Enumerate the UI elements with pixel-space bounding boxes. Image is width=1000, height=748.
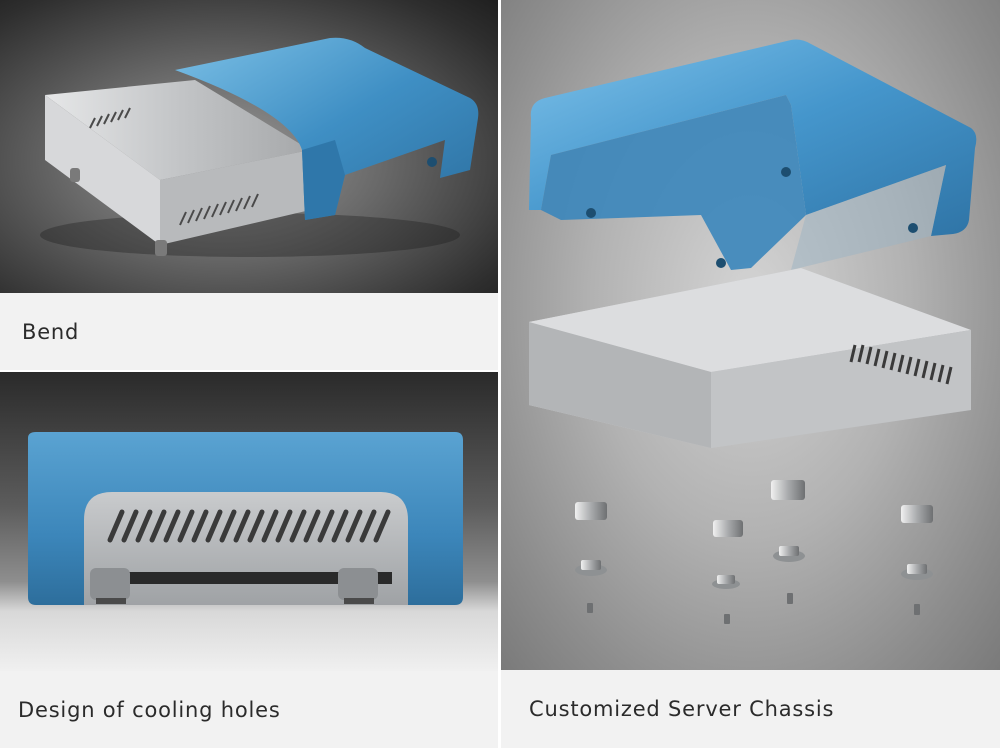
screws	[587, 593, 920, 624]
bend-panel: Bend	[0, 0, 498, 370]
cooling-holes	[107, 509, 391, 543]
bend-caption: Bend	[22, 319, 80, 344]
bend-illustration	[40, 37, 479, 257]
chassis-photo	[501, 0, 1000, 670]
cooling-illustration	[28, 432, 463, 605]
blue-cover	[175, 37, 479, 220]
bend-photo	[0, 0, 498, 293]
silver-tray-front	[160, 150, 310, 245]
chassis-caption: Customized Server Chassis	[529, 697, 835, 721]
silver-tray-floor	[45, 80, 310, 180]
side-vent-slots	[849, 344, 953, 385]
flange-nuts	[575, 546, 933, 589]
chassis-caption-bar: Customized Server Chassis	[501, 670, 1000, 748]
cooling-photo	[0, 372, 498, 671]
chassis-panel: Customized Server Chassis	[501, 0, 1000, 748]
standoffs	[575, 480, 933, 537]
blue-top-cover	[529, 39, 977, 236]
cooling-caption: Design of cooling holes	[18, 697, 281, 722]
foot-right	[338, 568, 378, 600]
cooling-caption-bar: Design of cooling holes	[0, 671, 498, 748]
cooling-panel: Design of cooling holes	[0, 372, 498, 748]
bend-caption-bar: Bend	[0, 293, 498, 370]
foot-left	[90, 568, 130, 600]
chassis-exploded-illustration	[529, 39, 977, 624]
silver-tray-side	[45, 95, 160, 245]
